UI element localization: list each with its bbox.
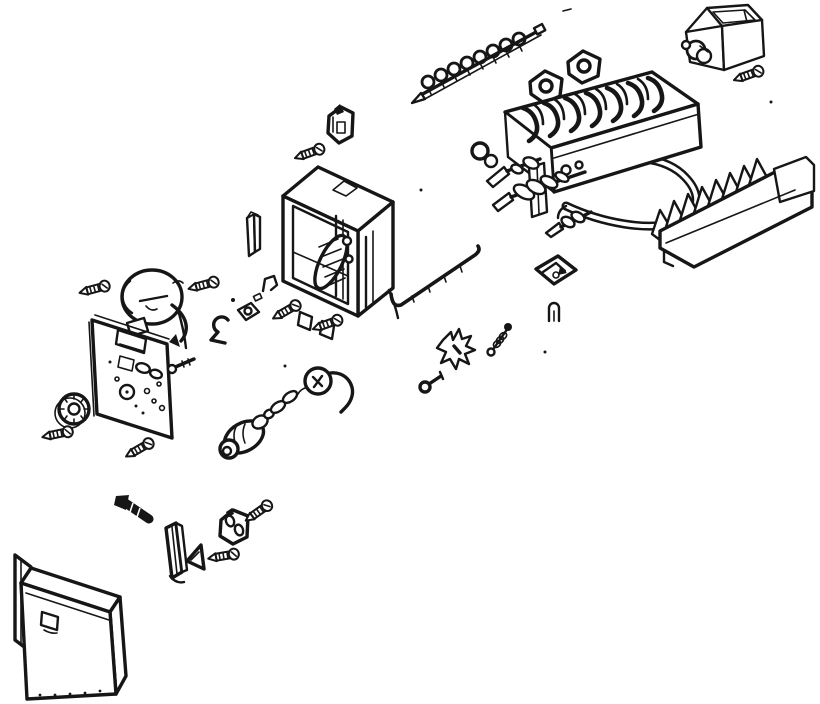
module-housing: Control module housing with drive gear	[281, 165, 400, 341]
pin: Small pin	[547, 301, 561, 323]
shutoff-arm: Shut-off arm wire	[388, 244, 481, 308]
flat-clip: Flat clip with bent arrow	[534, 254, 578, 286]
bracket-bar: Support bracket and wedge	[164, 521, 206, 584]
rivet: Rivet	[418, 370, 445, 394]
gear-wheel: Small drive gear wheel	[54, 392, 91, 429]
stripper-comb: Ice stripper rake	[650, 155, 816, 269]
star-clip: Star spring clip	[435, 327, 477, 371]
mold-assembly: Ice mold, ejector and heater loop assemb…	[470, 49, 703, 239]
switch-block: Switch block	[326, 104, 355, 145]
coil-screw: Screw with spring coil	[486, 323, 512, 357]
fill-tube-fittings	[485, 156, 593, 239]
spring-comb: Ice stripper spring comb	[410, 22, 547, 105]
small-cluster: Small clips and nut cluster	[209, 274, 279, 345]
cover-box: Front cover box with rear flange	[13, 553, 128, 701]
mounting-plate: Mounting plate with holes	[88, 314, 196, 440]
fill-cup: Water fill cup	[680, 3, 766, 72]
switch-part: Switch body with holes	[218, 508, 250, 546]
slide-bar: Slide bar	[245, 211, 262, 258]
thermo-harness: Thermostat disc and wiring plug	[218, 366, 355, 460]
plate-screw	[166, 357, 196, 375]
dark-screw: Dark mounting screw	[114, 495, 154, 524]
specks: Stray print marks	[283, 8, 773, 368]
